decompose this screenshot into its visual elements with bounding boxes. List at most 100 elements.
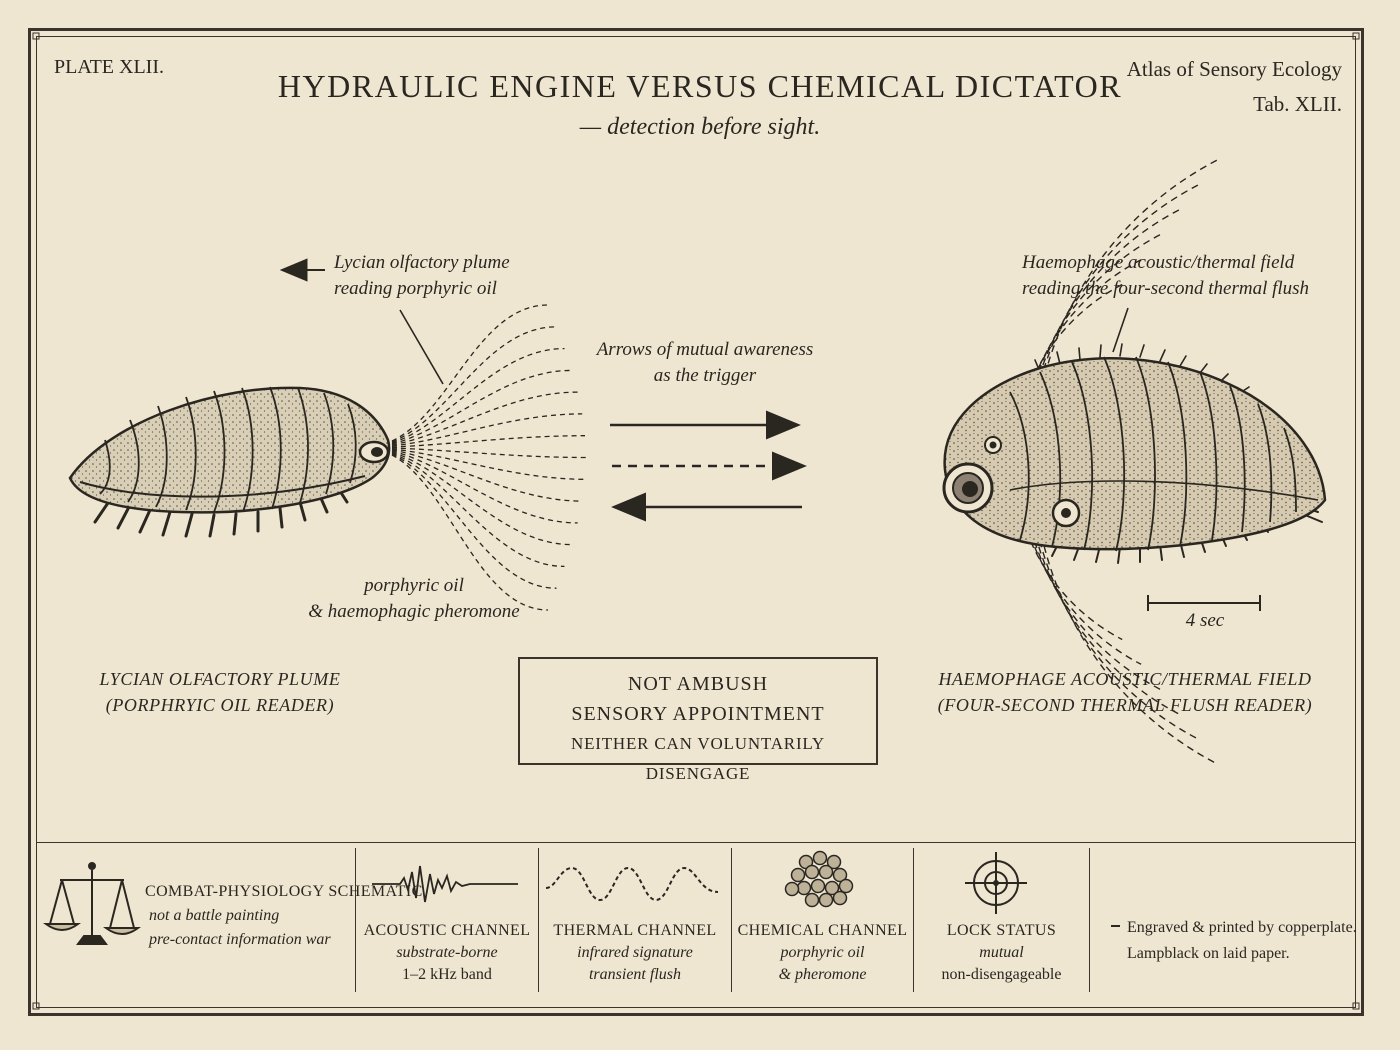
chemical-title: CHEMICAL CHANNEL [737, 922, 908, 939]
arrows-label-line-2: as the trigger [653, 365, 757, 386]
verdict-box: NOT AMBUSH SENSORY APPOINTMENT NEITHER C… [518, 657, 878, 783]
scale-label: 4 sec [1185, 610, 1225, 631]
crosshair-icon [965, 852, 1027, 914]
haemophage-caption: HAEMOPHAGE ACOUSTIC/THERMAL FIELD (FOUR-… [930, 666, 1320, 718]
thermal-line-2: transient flush [588, 966, 681, 983]
legend-separator [913, 848, 914, 992]
acoustic-line-1: substrate-borne [396, 944, 498, 961]
plume-pointer-line [399, 309, 444, 385]
field-label-line-1: Haemophage acoustic/thermal field [1022, 252, 1295, 273]
page-subtitle: — detection before sight. [579, 114, 821, 140]
lycian-caption-line-1: LYCIAN OLFACTORY PLUME [99, 669, 341, 689]
scales-icon [42, 862, 142, 945]
plume-strand [391, 448, 586, 480]
molecule-bead [818, 892, 834, 908]
arrows-label-line-1: Arrows of mutual awareness [596, 339, 814, 360]
plume-strand [391, 347, 565, 444]
legend-schematic: COMBAT-PHYSIOLOGY SCHEMATIC not a battle… [145, 880, 423, 952]
molecule-bead [832, 867, 848, 883]
legend-separator [538, 848, 539, 992]
molecule-bead [796, 880, 812, 896]
plume-strand [391, 452, 565, 568]
field-arc [1032, 159, 1218, 765]
plume-strand [391, 450, 578, 524]
plume-strand [391, 435, 586, 448]
plate-number: PLATE XLII. [54, 56, 164, 78]
legend-chemical: CHEMICAL CHANNEL porphyric oil & pheromo… [732, 920, 913, 986]
thermal-line-1: infrared signature [577, 944, 693, 961]
molecule-bead [838, 878, 854, 894]
plume-strand [391, 326, 557, 443]
legend-lock: LOCK STATUS mutual non-disengageable [914, 920, 1089, 986]
colophon: Engraved & printed by copperplate. Lampb… [1127, 915, 1357, 967]
legend-divider [36, 842, 1356, 843]
molecule-bead [810, 878, 826, 894]
molecule-bead [824, 880, 840, 896]
atlas-name: Atlas of Sensory Ecology [1126, 57, 1342, 81]
page-title: HYDRAULIC ENGINE VERSUS CHEMICAL DICTATO… [277, 68, 1123, 104]
schematic-line-2: pre-contact information war [149, 931, 331, 948]
atlas-reference: Atlas of Sensory Ecology Tab. XLII. [1127, 52, 1342, 122]
field-label: Haemophage acoustic/thermal field readin… [1022, 250, 1309, 302]
molecule-bead [826, 854, 842, 870]
plume-label-line-2: reading porphyric oil [334, 278, 497, 299]
oil-label-line-2: & haemophagic pheromone [308, 601, 520, 622]
sine-wave-icon [545, 866, 719, 902]
table-number: Tab. XLII. [1253, 92, 1342, 116]
plume-strand [391, 391, 578, 446]
molecule-bead [804, 892, 820, 908]
field-label-line-2: reading the four-second thermal flush [1022, 278, 1310, 299]
chemical-line-2: & pheromone [778, 966, 867, 983]
legend-acoustic: ACOUSTIC CHANNEL substrate-borne 1–2 kHz… [356, 920, 538, 986]
thermal-title: THERMAL CHANNEL [553, 922, 717, 939]
plume-strand [391, 449, 583, 502]
molecule-bead [812, 850, 828, 866]
plume-strand [391, 454, 549, 611]
molecule-bead [832, 890, 848, 906]
plume-label-line-1: Lycian olfactory plume [334, 252, 510, 273]
plume-strand [391, 369, 572, 445]
acoustic-title: ACOUSTIC CHANNEL [363, 922, 531, 939]
lock-line-2: non-disengageable [941, 966, 1062, 983]
colophon-line-1: Engraved & printed by copperplate. [1127, 919, 1357, 936]
legend-separator [355, 848, 356, 992]
outer-frame [28, 28, 1364, 1016]
chemical-line-1: porphyric oil [780, 944, 865, 961]
plume-strand [391, 453, 557, 589]
arrows-label: Arrows of mutual awareness as the trigge… [560, 337, 850, 389]
legend-separator [731, 848, 732, 992]
mutual-awareness-arrows [610, 410, 807, 522]
schematic-line-1: not a battle painting [149, 907, 280, 924]
oil-label: porphyric oil & haemophagic pheromone [296, 573, 532, 625]
plume-strand [391, 304, 549, 442]
acoustic-line-2: 1–2 kHz band [402, 966, 492, 983]
haemophage-specimen [942, 343, 1327, 564]
legend-thermal: THERMAL CHANNEL infrared signature trans… [539, 920, 731, 986]
field-arc [1017, 259, 1142, 665]
plume-strand [391, 451, 572, 546]
schematic-title: COMBAT-PHYSIOLOGY SCHEMATIC [145, 883, 423, 900]
lycian-caption-line-2: (PORPHRYIC OIL READER) [105, 695, 335, 715]
verdict-line-1: NOT AMBUSH [627, 673, 769, 695]
corner-ornaments [32, 32, 1360, 1010]
colophon-line-2: Lampblack on laid paper. [1127, 945, 1290, 962]
molecule-bead [818, 864, 834, 880]
lock-title: LOCK STATUS [946, 922, 1057, 939]
time-scale-bar [1147, 595, 1261, 611]
lock-line-1: mutual [979, 944, 1024, 961]
field-pointer-line [1112, 307, 1129, 353]
plume-strand [391, 413, 583, 447]
waveform-icon [372, 865, 518, 903]
olfactory-plume [391, 304, 587, 611]
oil-label-line-1: porphyric oil [364, 575, 464, 596]
haemophage-caption-line-2: (FOUR-SECOND THERMAL FLUSH READER) [937, 695, 1313, 715]
inner-frame [36, 36, 1356, 1008]
verdict-line-2: SENSORY APPOINTMENT [571, 703, 825, 725]
molecule-bead [784, 881, 800, 897]
lycian-specimen [68, 386, 391, 538]
haemophage-caption-line-1: HAEMOPHAGE ACOUSTIC/THERMAL FIELD [938, 669, 1312, 689]
plume-strand [391, 447, 587, 459]
verdict-line-3: NEITHER CAN VOLUNTARILY DISENGAGE [571, 734, 825, 783]
molecule-bead [804, 864, 820, 880]
